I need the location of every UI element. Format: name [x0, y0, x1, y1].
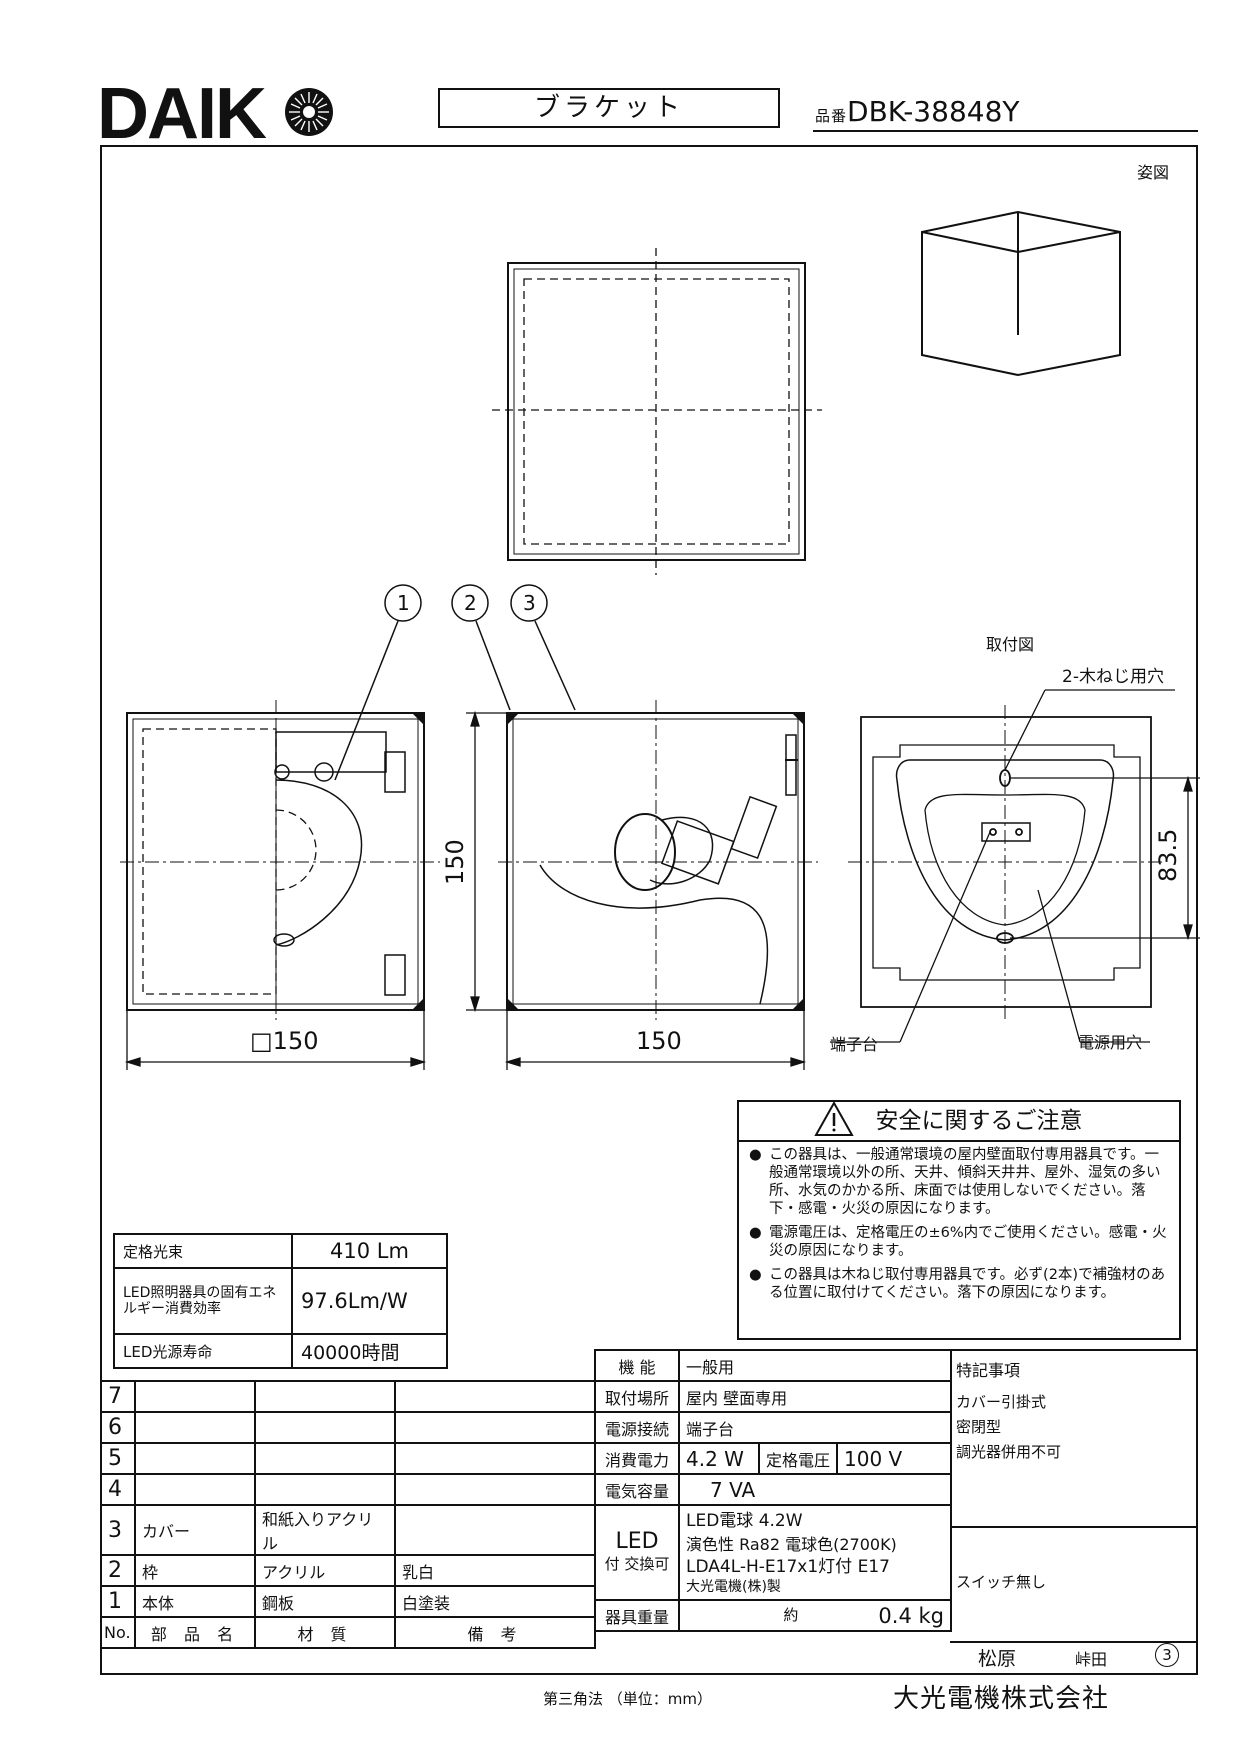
dim-height-150: 150	[441, 839, 469, 885]
table-row: 4	[100, 1473, 596, 1506]
product-type-title: ブラケット	[438, 88, 780, 128]
screw-hole-label: 2-木ねじ用穴	[1062, 667, 1164, 687]
terminal-label: 端子台	[830, 1035, 879, 1054]
safety-item: この器具は、一般通常環境の屋内壁面取付専用器具です。一般通常環境以外の所、天井、…	[749, 1146, 1173, 1218]
table-row: 機 能一般用	[594, 1349, 952, 1382]
safety-item: 電源電圧は、定格電圧の±6%内でご使用ください。感電・火災の原因になります。	[749, 1224, 1173, 1260]
parts-header-row: No.部 品 名材 質備 考	[100, 1616, 596, 1649]
table-row: 定格光束 410 Lm	[113, 1233, 448, 1269]
part-number: 品番DBK-38848Y	[815, 96, 1020, 132]
drawing-frame	[100, 145, 1198, 1675]
safety-title: 安全に関するご注意	[739, 1102, 1179, 1142]
safety-body: この器具は、一般通常環境の屋内壁面取付専用器具です。一般通常環境以外の所、天井、…	[749, 1146, 1173, 1308]
table-row: 6	[100, 1411, 596, 1444]
part-number-label: 品番	[815, 107, 848, 125]
sun-logo-icon	[285, 88, 333, 136]
dim-width-150: 150	[636, 1027, 682, 1055]
table-row: LED光源寿命 40000時間	[113, 1333, 448, 1369]
dim-hole-83-5: 83.5	[1154, 828, 1182, 882]
table-row: 5	[100, 1442, 596, 1475]
power-hole-label: 電源用穴	[1078, 1033, 1143, 1052]
part-number-underline	[813, 130, 1198, 132]
notes-panel: 特記事項 カバー引掛式 密閉型 調光器併用不可 スイッチ無し	[950, 1349, 1198, 1643]
revision-mark: 3	[1155, 1643, 1179, 1667]
safety-notice: 安全に関するご注意 この器具は、一般通常環境の屋内壁面取付専用器具です。一般通常…	[737, 1100, 1181, 1340]
mount-view-label: 取付図	[986, 635, 1035, 654]
dim-square-150: □150	[250, 1027, 319, 1055]
table-row: 取付場所屋内 壁面専用	[594, 1380, 952, 1413]
projection-note: 第三角法 （単位：mm）	[543, 1690, 712, 1708]
part-number-value: DBK-38848Y	[847, 95, 1020, 128]
safety-item: この器具は木ねじ取付専用器具です。必ず(2本)で補強材のある位置に取付けてくださ…	[749, 1266, 1173, 1302]
table-row: LED照明器具の固有エネルギー消費効率 97.6Lm/W	[113, 1267, 448, 1335]
warning-icon	[814, 1100, 854, 1136]
callout-1: 1	[397, 591, 410, 615]
table-row: 電源接続端子台	[594, 1411, 952, 1444]
signature-row: 松原 峠田 3	[950, 1641, 1198, 1675]
table-row: 7	[100, 1380, 596, 1413]
company-name: 大光電機株式会社	[893, 1684, 1110, 1714]
led-spec-table: 定格光束 410 Lm LED照明器具の固有エネルギー消費効率 97.6Lm/W…	[113, 1233, 448, 1369]
brand-logo: DAIK	[97, 74, 267, 154]
callout-3: 3	[523, 591, 536, 615]
iso-view-label: 姿図	[1137, 163, 1170, 182]
callout-2: 2	[464, 591, 477, 615]
iso-cube-outline	[921, 210, 1121, 377]
table-row: 演色性 Ra82 電球色(2700K)	[595, 1531, 952, 1555]
